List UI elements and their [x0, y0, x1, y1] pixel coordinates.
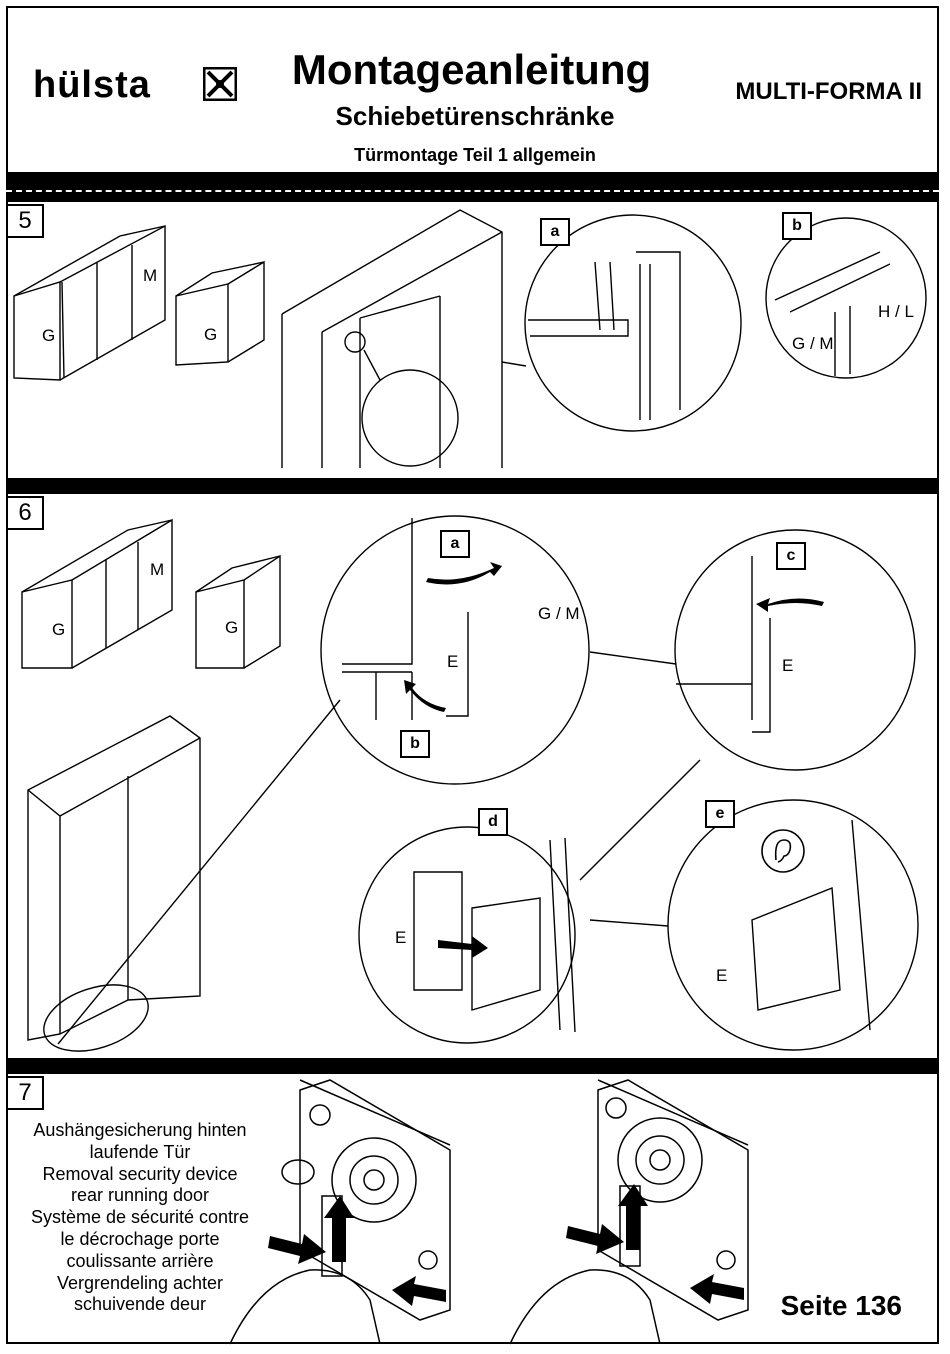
divider-dash	[6, 190, 939, 192]
instruction-line: rear running door	[70, 1185, 210, 1206]
section-divider	[6, 172, 939, 202]
large-wardrobe-label-g: G	[52, 620, 66, 639]
product-series: MULTI-FORMA II	[735, 78, 922, 105]
instruction-line: Système de sécurité contre	[30, 1207, 250, 1228]
label-g-m: G / M	[538, 604, 580, 623]
detail-tag-b: b	[400, 730, 430, 758]
document-subtitle: Schiebetürenschränke	[335, 101, 615, 131]
detail-tag-e: e	[705, 800, 735, 828]
large-wardrobe-label-g: G	[42, 326, 56, 345]
label-e-detail-c: E	[782, 656, 794, 675]
detail-tag-a: a	[540, 218, 570, 246]
page-frame	[6, 6, 939, 1344]
brand-logo: hülsta	[33, 64, 151, 106]
label-h-l: H / L	[878, 302, 914, 321]
step-number-6: 6	[6, 496, 44, 530]
step7-instruction: Aushängesicherung hinten laufende Tür Re…	[20, 1120, 260, 1316]
section-divider	[6, 1058, 939, 1074]
step-number-7: 7	[6, 1076, 44, 1110]
step-number-5: 5	[6, 204, 44, 238]
detail-tag-d: d	[478, 808, 508, 836]
label-e-detail-a: E	[447, 652, 459, 671]
instruction-line: Aushängesicherung hinten	[33, 1120, 247, 1140]
detail-tag-b: b	[782, 212, 812, 240]
instruction-line: coulissante arrière	[66, 1250, 214, 1271]
detail-tag-a: a	[440, 530, 470, 558]
listen-click-ear-icon	[761, 829, 805, 873]
document-title: Montageanleitung	[291, 46, 652, 93]
page-number: Seite 136	[780, 1290, 902, 1321]
large-wardrobe-label-m: M	[150, 560, 165, 579]
instruction-line: Removal security device	[42, 1163, 238, 1184]
section-title: Türmontage Teil 1 allgemein	[354, 145, 596, 165]
detail-tag-c: c	[776, 542, 806, 570]
instruction-line: schuivende deur	[73, 1294, 207, 1315]
small-wardrobe-label-g: G	[204, 325, 218, 344]
label-g-m: G / M	[792, 334, 834, 353]
large-wardrobe-label-m: M	[143, 266, 158, 285]
instruction-line: laufende Tür	[89, 1141, 191, 1162]
instruction-line: Vergrendeling achter	[56, 1272, 224, 1293]
small-wardrobe-label-g: G	[225, 618, 239, 637]
label-e-detail-d: E	[395, 928, 407, 947]
section-divider	[6, 478, 939, 494]
label-e-detail-e: E	[716, 966, 728, 985]
instruction-line: le décrochage porte	[60, 1228, 220, 1249]
brand-emblem-icon	[203, 67, 237, 101]
